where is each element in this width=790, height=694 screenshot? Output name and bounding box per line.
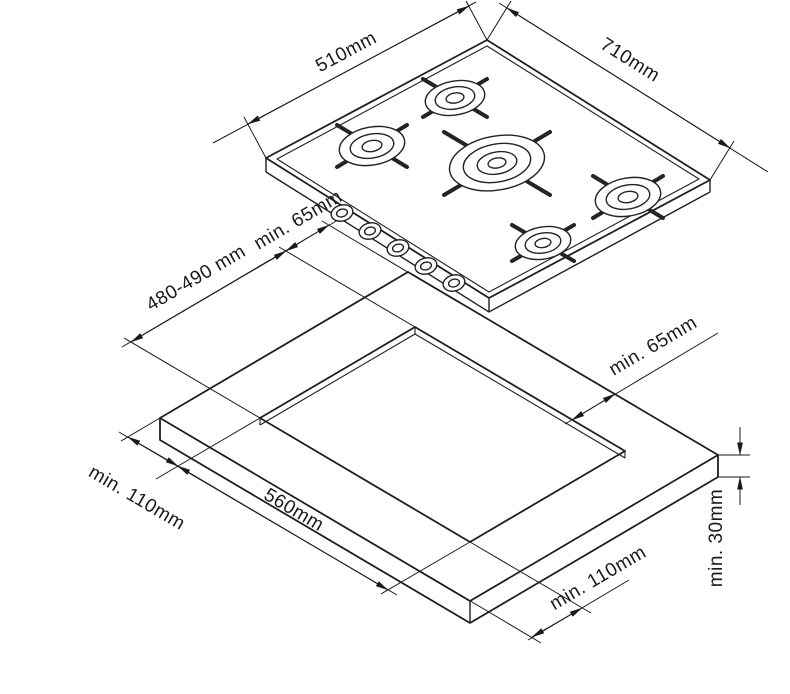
burner-left [338,125,406,167]
control-knob [386,239,410,257]
label-cutout-rear-right: min. 65mm [605,312,701,380]
burner-right [594,176,662,218]
label-worktop-thickness: min. 30mm [706,489,727,587]
label-cutout-depth: 480-490 mm [143,241,250,316]
wok-burner-center [448,134,546,192]
control-knob [442,274,466,292]
control-knob [330,204,354,222]
label-hob-width: 710mm [596,34,663,87]
worktop-view [159,271,719,624]
control-knob [358,222,382,240]
control-knob [414,257,438,275]
burner-front-center [514,225,572,261]
cutout-inner-walls [259,327,626,459]
control-knobs [330,204,466,292]
label-hob-depth: 510mm [312,27,380,76]
label-cutout-left: min. 110mm [85,462,189,535]
